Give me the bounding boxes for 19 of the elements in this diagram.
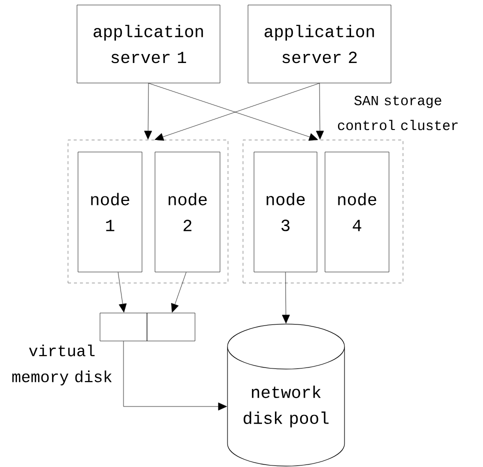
arrow — [171, 272, 186, 313]
dashed-group-box — [242, 140, 404, 284]
node-box: node 3 — [254, 152, 318, 272]
node-box: node 1 — [78, 152, 142, 272]
arrow — [123, 341, 227, 410]
cell-box — [146, 312, 196, 342]
arrow — [316, 83, 324, 140]
server-box: application server 2 — [248, 4, 392, 84]
cell-box — [100, 312, 148, 342]
node-box: node 4 — [324, 152, 390, 272]
node-box: node 2 — [154, 152, 220, 272]
arrow — [282, 272, 290, 324]
arrow — [144, 83, 152, 140]
disk-pool-cylinder: network disk pool — [227, 324, 345, 466]
label: virtual memory disk — [12, 344, 112, 386]
arrow — [118, 272, 127, 312]
server-box: application server 1 — [76, 4, 220, 84]
dashed-group-box — [68, 140, 228, 284]
label: SAN storage control cluster — [338, 96, 458, 130]
